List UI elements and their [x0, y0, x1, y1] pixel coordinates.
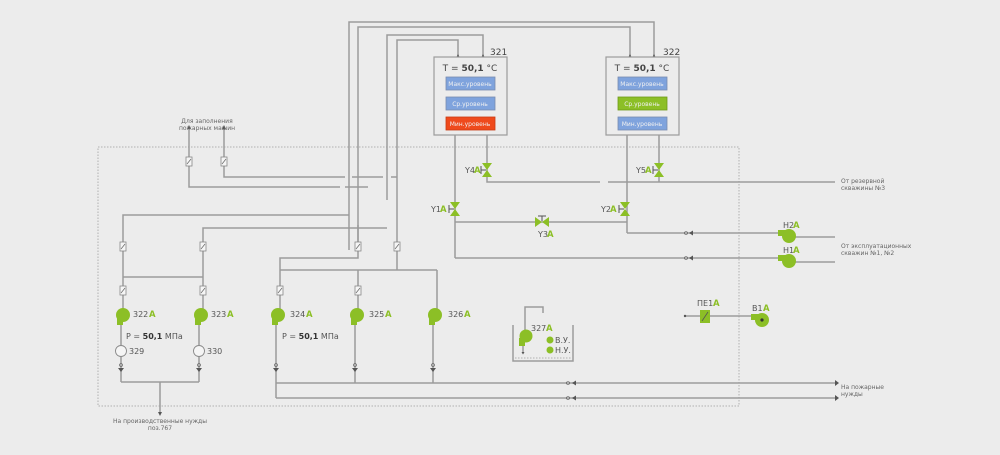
pump-323[interactable]: 323 A [194, 308, 234, 325]
gauge-330-label: 330 [207, 347, 222, 356]
sump-pit [512, 306, 574, 362]
valve-y5[interactable]: Y5 A [635, 163, 664, 177]
heater-pe1-label: ПЕ1 [697, 299, 713, 308]
fire-truck-pipes [187, 125, 397, 188]
sump-level-low-label: Н.У. [555, 346, 571, 355]
prod-wells-label-line2: скважин №1, №2 [841, 250, 894, 257]
valve-y5-mode: A [645, 166, 652, 176]
pump-327-mode: A [546, 324, 553, 334]
pump-324-label: 324 [290, 310, 305, 319]
gauge-329-label: 329 [129, 347, 144, 356]
pump-324-mode: A [306, 310, 313, 320]
pump-h1-mode: A [793, 246, 800, 256]
sump-level-high-label: В.У. [555, 336, 570, 345]
pressure-322-323: P = 50,1 МПа [126, 332, 183, 341]
pump-326-mode: A [464, 310, 471, 320]
sump-level-low: Н.У. [546, 346, 571, 355]
pump-326[interactable]: 326 A [428, 308, 471, 325]
tank-321-level-max-label: Макс.уровень [448, 81, 492, 88]
valve-y5-label: Y5 [635, 166, 646, 175]
tank-321-level-mid-label: Ср.уровень [452, 101, 488, 108]
valve-y2[interactable]: Y2 A [600, 202, 630, 216]
pump-h2[interactable]: H2 A [778, 221, 800, 243]
pump-326-label: 326 [448, 310, 463, 319]
sump-level-high: В.У. [546, 336, 570, 345]
reserve-well-label-line2: скважины №3 [841, 185, 885, 192]
fire-trucks-label-line2: пожарных машин [179, 125, 235, 132]
fan-b1[interactable]: B1 A [751, 304, 770, 327]
fan-b1-label: B1 [752, 304, 763, 313]
tank-outlet-pipes [454, 135, 835, 263]
pump-323-mode: A [227, 310, 234, 320]
valve-y2-mode: A [610, 205, 617, 215]
pump-h1[interactable]: H1 A [778, 246, 800, 268]
valve-y1-mode: A [440, 205, 447, 215]
valve-y4[interactable]: Y4 A [464, 163, 492, 177]
tank-322-id: 322 [663, 48, 680, 58]
valve-y1[interactable]: Y1 A [430, 202, 460, 216]
valve-y3-mode: A [547, 230, 554, 240]
tank-322-level-max [617, 76, 668, 91]
tank-321-level-min-label: Мин.уровень [450, 121, 491, 128]
heater-pe1-mode: A [713, 299, 720, 309]
tank-322-level-mid [617, 96, 668, 111]
valve-y2-label: Y2 [600, 205, 611, 214]
fan-b1-mode: A [763, 304, 770, 314]
valve-y3-label: Y3 [537, 230, 548, 239]
gauge-329[interactable]: 329 [115, 345, 145, 357]
reserve-well-label-line1: От резервной [841, 178, 884, 185]
pump-322[interactable]: 322 A [116, 308, 156, 325]
pump-325-label: 325 [369, 310, 384, 319]
fire-needs-label-line1: На пожарные [841, 384, 884, 391]
top-pipes [348, 21, 656, 250]
pump-327[interactable]: 327 A [519, 324, 553, 355]
tank-321-level-min [445, 116, 496, 131]
check-valves [118, 230, 839, 401]
pump-324[interactable]: 324 A [271, 308, 313, 325]
pump-h2-label: H2 [783, 221, 794, 230]
valve-y4-mode: A [474, 166, 481, 176]
pump-327-label: 327 [531, 324, 546, 333]
tank-321-level-mid [445, 96, 496, 111]
pump-325[interactable]: 325 A [350, 308, 392, 325]
fire-needs-label-line2: нужды [841, 391, 863, 398]
production-label-line1: На производственные нужды [113, 418, 207, 425]
pressure-324: P = 50,1 МПа [282, 332, 339, 341]
valve-y3[interactable]: Y3 A [535, 215, 554, 240]
prod-wells-label-line1: От эксплуатационных [841, 243, 912, 250]
tank-321-temperature: T = 50,1 °C [442, 64, 498, 74]
fire-trucks-label-line1: Для заполнения [181, 118, 233, 125]
tank-322-temperature: T = 50,1 °C [614, 64, 670, 74]
pump-325-mode: A [385, 310, 392, 320]
pump-322-mode: A [149, 310, 156, 320]
tank-322[interactable]: 322 T = 50,1 °C Макс.уровень Ср.уровень … [605, 48, 680, 136]
tank-322-level-mid-label: Ср.уровень [624, 101, 660, 108]
production-label-line2: поз.767 [148, 425, 172, 432]
tank-322-level-max-label: Макс.уровень [620, 81, 664, 88]
flowmeters [119, 156, 401, 296]
tank-322-level-min-label: Мин.уровень [622, 121, 663, 128]
tank-321-level-max [445, 76, 496, 91]
tank-321-id: 321 [490, 48, 507, 58]
pump-h1-label: H1 [783, 246, 794, 255]
gauge-330[interactable]: 330 [193, 345, 223, 357]
valve-y4-label: Y4 [464, 166, 475, 175]
pump-h2-mode: A [793, 221, 800, 231]
valve-y1-label: Y1 [430, 205, 441, 214]
heater-pe1[interactable]: ПЕ1 A [697, 299, 720, 323]
tank-322-level-min [617, 116, 668, 131]
tank-321[interactable]: 321 T = 50,1 °C Макс.уровень Ср.уровень … [433, 48, 508, 136]
pump-322-label: 322 [133, 310, 148, 319]
pump-323-label: 323 [211, 310, 226, 319]
